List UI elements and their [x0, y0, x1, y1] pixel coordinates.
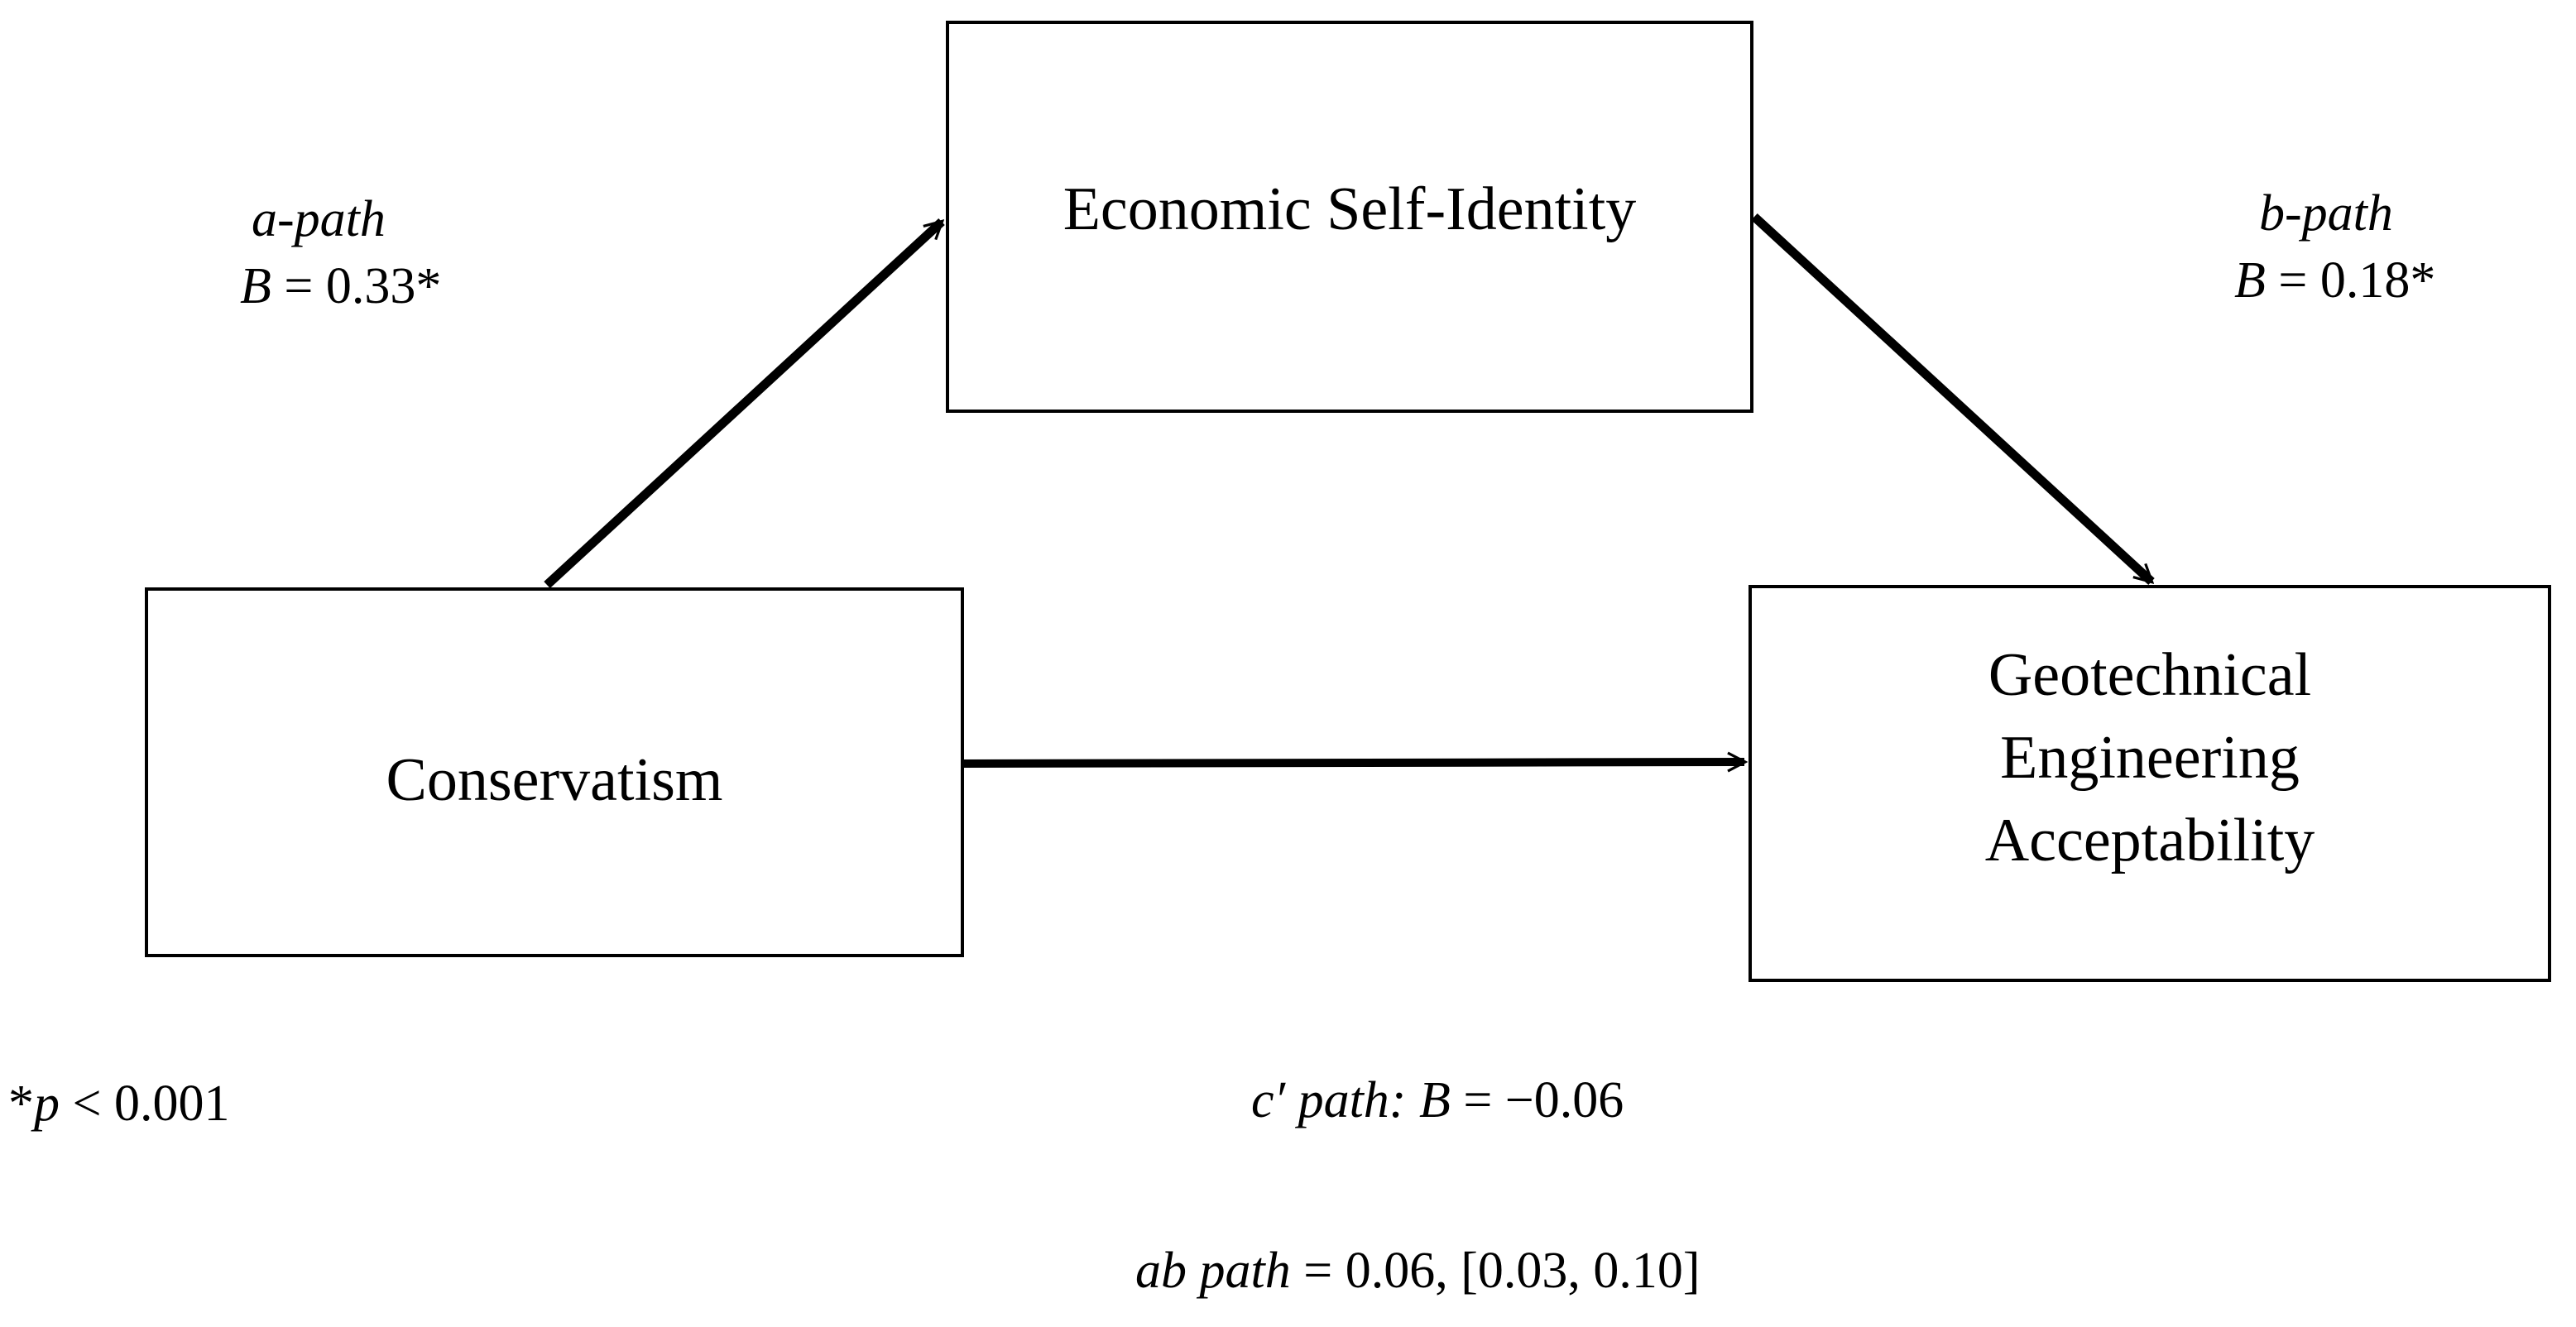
b-path-coefficient: B = 0.18*	[2234, 252, 2436, 309]
node-mediator-label: Economic Self-Identity	[1063, 175, 1637, 244]
a-path-name: a-path	[252, 191, 386, 247]
significance-footnote: *p < 0.001	[8, 1071, 229, 1138]
c-prime-path-label: c′ path: B = −0.06	[1251, 1067, 1624, 1134]
node-economic-self-identity: Economic Self-Identity	[946, 21, 1753, 413]
node-geotechnical-engineering-acceptability: Geotechnical Engineering Acceptability	[1749, 585, 2551, 982]
ab-path-text: ab path = 0.06, [0.03, 0.10]	[1135, 1243, 1701, 1299]
c-prime-path-text: c′ path: B = −0.06	[1251, 1072, 1624, 1128]
significance-footnote-text: *p < 0.001	[8, 1075, 230, 1132]
node-outcome-label: Geotechnical Engineering Acceptability	[1984, 641, 2315, 874]
a-path-coefficient: B = 0.33*	[240, 257, 442, 314]
node-predictor-label: Conservatism	[386, 745, 723, 814]
b-path-name: b-path	[2259, 185, 2393, 242]
a-path-label: a-path B = 0.33*	[240, 186, 441, 319]
node-conservatism: Conservatism	[145, 587, 964, 957]
b-path-label: b-path B = 0.18*	[2234, 180, 2435, 314]
ab-path-label: ab path = 0.06, [0.03, 0.10]	[1135, 1238, 1701, 1305]
c-prime-path-arrow	[963, 762, 1744, 764]
b-path-arrow	[1751, 213, 2155, 586]
a-path-arrow	[544, 218, 945, 589]
